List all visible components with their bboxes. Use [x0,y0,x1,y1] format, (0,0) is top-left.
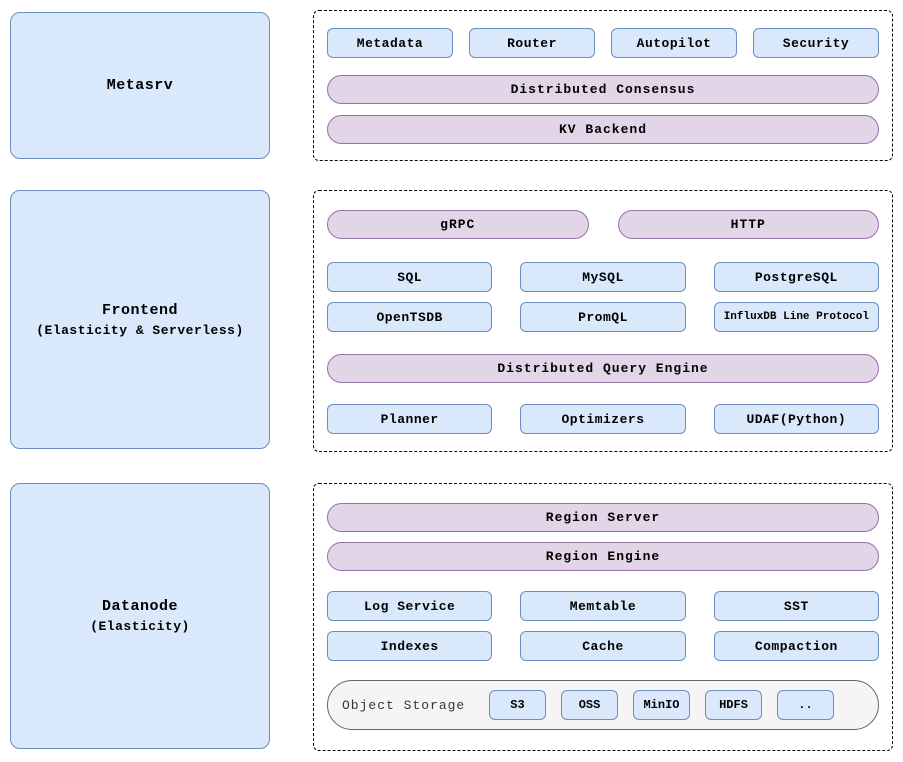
box-cache: Cache [520,631,686,661]
box-sql: SQL [327,262,493,292]
box-influxdb-line-protocol: InfluxDB Line Protocol [713,302,879,332]
datanode-container: Region Server Region Engine Log Service … [313,483,893,751]
datanode-node: Datanode (Elasticity) [10,483,270,749]
box-optimizers: Optimizers [520,404,686,434]
box-oss: OSS [561,690,618,720]
pill-http: HTTP [617,210,879,239]
box-minio: MinIO [633,690,690,720]
metasrv-title: Metasrv [106,77,174,94]
frontend-rpc-row: gRPC HTTP [327,210,879,239]
datanode-row-1: Log Service Memtable SST [327,591,879,621]
box-autopilot: Autopilot [611,28,737,58]
pill-kv-backend: KV Backend [327,115,879,144]
box-indexes: Indexes [327,631,493,661]
object-storage-label: Object Storage [342,697,466,713]
pill-region-server: Region Server [327,503,879,532]
pill-distributed-consensus: Distributed Consensus [327,75,879,104]
box-router: Router [469,28,595,58]
box-s3: S3 [489,690,546,720]
box-memtable: Memtable [520,591,686,621]
box-hdfs: HDFS [705,690,762,720]
box-more-backends: .. [777,690,834,720]
box-log-service: Log Service [327,591,493,621]
box-promql: PromQL [520,302,686,332]
metasrv-components-row: Metadata Router Autopilot Security [327,28,879,58]
box-security: Security [753,28,879,58]
frontend-subtitle: (Elasticity & Serverless) [36,322,244,338]
box-sst: SST [713,591,879,621]
box-opentsdb: OpenTSDB [327,302,493,332]
box-udaf-python: UDAF(Python) [713,404,879,434]
frontend-engine-row: Planner Optimizers UDAF(Python) [327,404,879,434]
metasrv-container: Metadata Router Autopilot Security Distr… [313,10,893,161]
box-metadata: Metadata [327,28,453,58]
box-mysql: MySQL [520,262,686,292]
box-planner: Planner [327,404,493,434]
datanode-row-2: Indexes Cache Compaction [327,631,879,661]
datanode-subtitle: (Elasticity) [90,619,190,634]
box-compaction: Compaction [713,631,879,661]
pill-distributed-query-engine: Distributed Query Engine [327,354,879,383]
frontend-node: Frontend (Elasticity & Serverless) [10,190,270,449]
datanode-title: Datanode [101,598,178,615]
frontend-protocols-row-2: OpenTSDB PromQL InfluxDB Line Protocol [327,302,879,332]
metasrv-node: Metasrv [10,12,270,159]
frontend-container: gRPC HTTP SQL MySQL PostgreSQL OpenTSDB … [313,190,893,452]
pill-grpc: gRPC [327,210,589,239]
frontend-title: Frontend [101,301,178,319]
box-postgresql: PostgreSQL [713,262,879,292]
object-storage-pill: Object Storage S3 OSS MinIO HDFS .. [327,680,879,730]
pill-region-engine: Region Engine [327,542,879,571]
frontend-protocols-row-1: SQL MySQL PostgreSQL [327,262,879,292]
